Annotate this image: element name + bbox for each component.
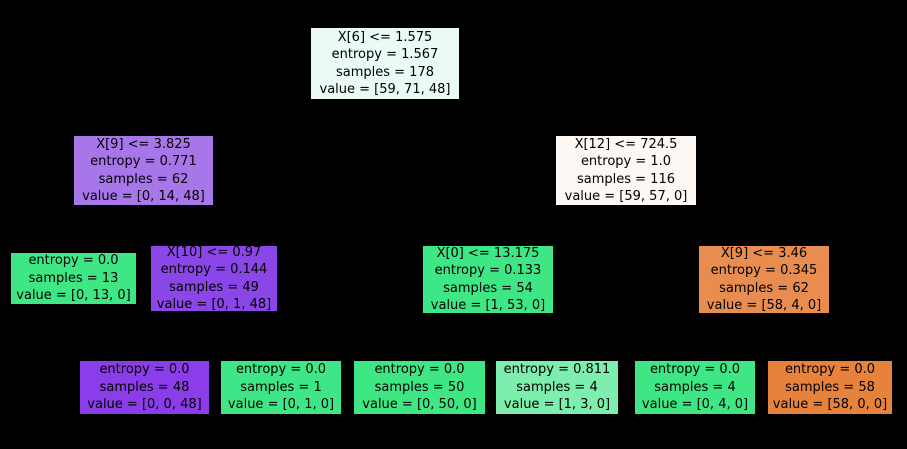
tree-edge — [213, 311, 282, 361]
tree-node: X[9] <= 3.46 entropy = 0.345 samples = 62 v… — [698, 245, 830, 314]
node-line: X[6] <= 1.575 — [337, 29, 433, 45]
tree-edge — [763, 313, 831, 361]
node-line: samples = 49 — [169, 279, 259, 295]
node-line: value = [58, 4, 0] — [706, 298, 822, 313]
node-line: samples = 13 — [28, 270, 119, 286]
node-line: entropy = 1.0 — [580, 154, 672, 169]
node-line: value = [0, 1, 48] — [156, 297, 272, 312]
node-line: entropy = 0.133 — [434, 263, 542, 278]
tree-edge — [384, 99, 627, 136]
node-line: value = [0, 13, 0] — [16, 288, 131, 304]
node-line: value = [1, 53, 0] — [430, 298, 546, 313]
tree-edge — [419, 313, 489, 361]
node-line: samples = 50 — [374, 379, 465, 395]
node-line: entropy = 0.771 — [90, 154, 197, 169]
tree-edge — [143, 205, 215, 246]
node-line: value = [58, 0, 0] — [772, 397, 888, 413]
node-line: entropy = 1.567 — [331, 47, 439, 62]
node-line: entropy = 0.0 — [235, 362, 327, 378]
tree-node: X[10] <= 0.97 entropy = 0.144 samples = 49… — [150, 245, 278, 312]
tree-node: X[0] <= 13.175 entropy = 0.133 samples = 5… — [422, 245, 554, 314]
node-line: entropy = 0.144 — [160, 262, 268, 277]
node-line: samples = 4 — [654, 379, 736, 395]
node-line: samples = 48 — [99, 379, 190, 395]
tree-node: X[12] <= 724.5 entropy = 1.0 samples = 116… — [555, 135, 697, 206]
node-line: value = [59, 57, 0] — [564, 189, 688, 204]
tree-edge — [625, 205, 765, 246]
node-line: entropy = 0.811 — [503, 362, 611, 378]
node-line: value = [0, 4, 0] — [641, 397, 749, 413]
node-line: entropy = 0.345 — [710, 263, 818, 278]
node-line: samples = 62 — [719, 280, 809, 296]
node-line: X[12] <= 724.5 — [574, 136, 678, 152]
node-line: X[10] <= 0.97 — [166, 244, 262, 260]
node-line: value = [59, 71, 48] — [319, 82, 451, 97]
node-line: value = [0, 50, 0] — [362, 397, 477, 413]
node-line: entropy = 0.0 — [374, 362, 465, 378]
tree-edge — [144, 311, 215, 361]
node-line: entropy = 0.0 — [649, 362, 741, 378]
tree-edge — [73, 205, 144, 253]
tree-edge — [694, 313, 765, 361]
node-line: samples = 62 — [98, 171, 189, 187]
node-line: X[0] <= 13.175 — [436, 245, 540, 261]
tree-node: X[9] <= 3.825 entropy = 0.771 samples = 62… — [73, 135, 214, 206]
node-line: value = [1, 3, 0] — [503, 397, 611, 413]
tree-edge — [487, 205, 627, 246]
node-line: value = [0, 1, 0] — [227, 397, 335, 413]
node-line: X[9] <= 3.825 — [96, 136, 191, 152]
tree-edge — [143, 99, 386, 136]
node-line: entropy = 0.0 — [28, 253, 119, 269]
node-line: X[9] <= 3.46 — [720, 245, 808, 261]
tree-edge — [487, 313, 558, 361]
node-line: samples = 178 — [335, 64, 434, 80]
node-line: value = [0, 14, 48] — [82, 189, 205, 204]
node-line: entropy = 0.0 — [784, 362, 876, 378]
node-line: samples = 116 — [576, 171, 675, 187]
tree-node: X[6] <= 1.575 entropy = 1.567 samples = 17… — [310, 27, 460, 100]
node-line: samples = 1 — [240, 379, 322, 395]
node-line: entropy = 0.0 — [99, 362, 190, 378]
node-line: samples = 4 — [516, 379, 598, 395]
node-line: samples = 54 — [443, 280, 533, 296]
node-line: value = [0, 0, 48] — [87, 397, 202, 413]
node-line: samples = 58 — [785, 379, 875, 395]
